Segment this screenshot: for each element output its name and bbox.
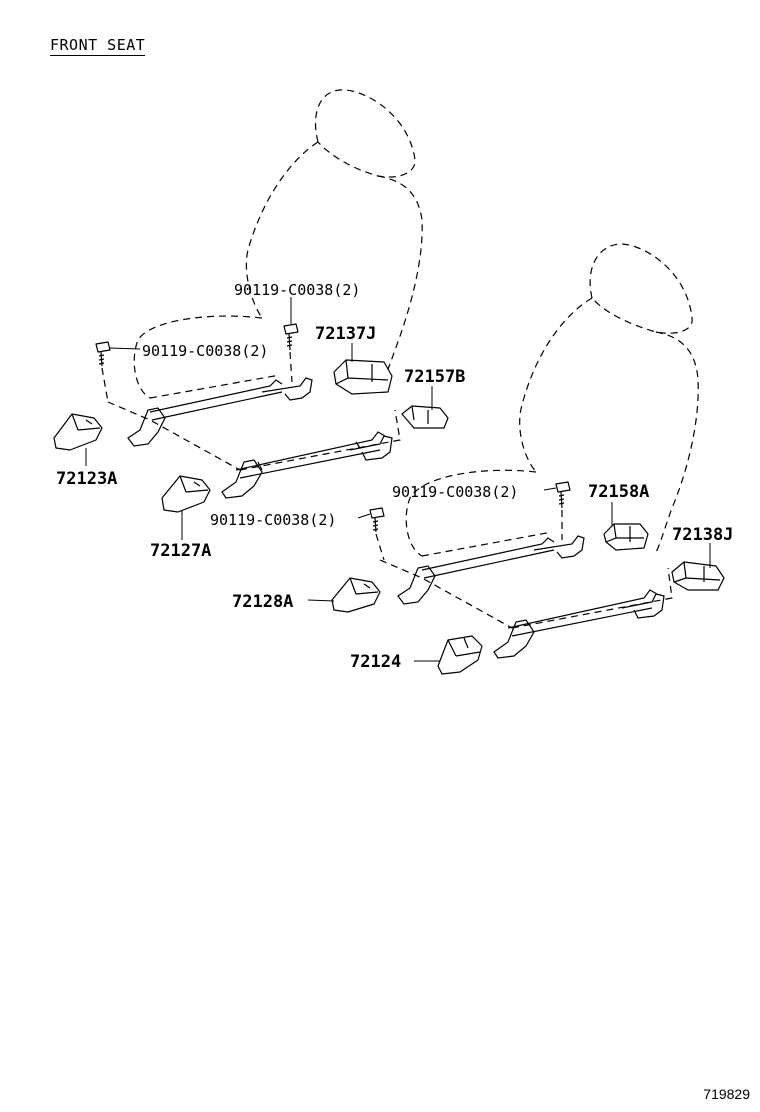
bolt-guide-line [375, 533, 385, 561]
part-number-label: 72157B [404, 367, 465, 387]
leader-line [543, 487, 557, 491]
seat-cover-icon[interactable] [437, 635, 483, 675]
part-number-label: 90119-C0038(2) [142, 342, 268, 360]
part-number-label: 72123A [56, 469, 117, 489]
bolt-icon[interactable] [95, 341, 111, 367]
part-number-label: 90119-C0038(2) [210, 511, 336, 529]
part-number-label: 72128A [232, 592, 293, 612]
leader-line [307, 599, 335, 602]
seat-cover-icon[interactable] [333, 359, 393, 395]
part-number-label: 90119-C0038(2) [392, 483, 518, 501]
leader-line [109, 347, 141, 350]
bolt-guide-line [289, 351, 293, 383]
bolt-icon[interactable] [555, 481, 571, 509]
part-number-label: 72124 [350, 652, 401, 672]
figure-number: 719829 [703, 1086, 750, 1102]
seat-cover-icon[interactable] [331, 577, 381, 613]
left-seat-outline [107, 89, 423, 471]
right-seat-rail [397, 535, 665, 659]
seat-cover-icon[interactable] [161, 475, 211, 513]
seat-cover-icon[interactable] [603, 523, 649, 551]
seat-cover-icon[interactable] [401, 405, 449, 429]
part-number-label: 72137J [315, 324, 376, 344]
left-seat-rail [127, 377, 393, 499]
part-number-label: 72158A [588, 482, 649, 502]
bolt-icon[interactable] [369, 507, 385, 533]
part-number-label: 72138J [672, 525, 733, 545]
bolt-guide-line [101, 367, 109, 403]
leader-line [357, 513, 371, 519]
bolt-icon[interactable] [283, 323, 299, 351]
seat-cover-icon[interactable] [671, 561, 725, 591]
right-seat-outline [379, 243, 699, 629]
part-number-label: 72127A [150, 541, 211, 561]
diagram-title: FRONT SEAT [50, 36, 146, 56]
seat-cover-icon[interactable] [53, 413, 103, 451]
part-number-label: 90119-C0038(2) [234, 281, 360, 299]
